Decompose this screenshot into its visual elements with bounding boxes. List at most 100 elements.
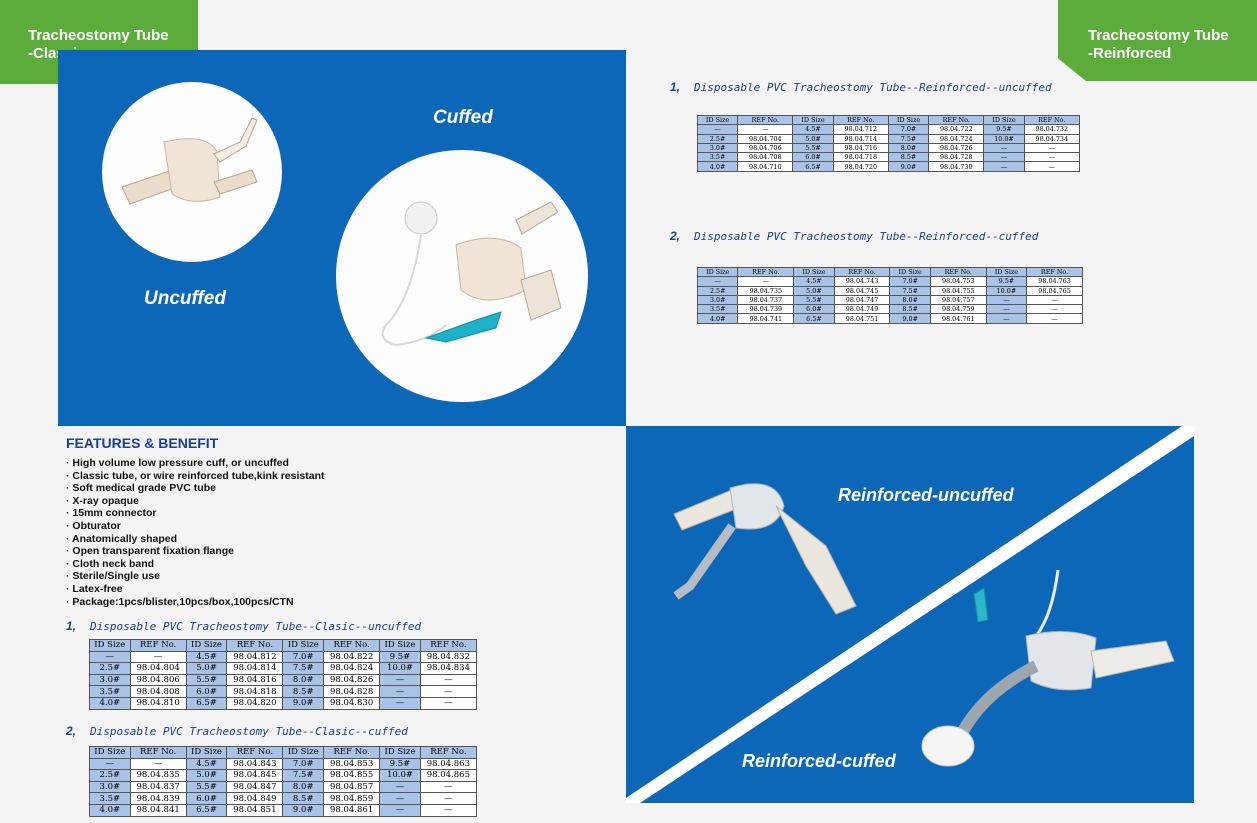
- section-title-text: Disposable PVC Tracheostomy Tube--Clasic…: [90, 620, 422, 633]
- col-header-id-size: ID Size: [983, 114, 1025, 126]
- ref-no-cell: 98.04.726: [928, 142, 985, 154]
- id-size-cell: 4.5#: [792, 124, 834, 135]
- ref-no-cell: 98.04.820: [226, 696, 284, 710]
- id-size-cell: 5.0#: [185, 662, 228, 675]
- ref-no-cell: —: [1026, 304, 1083, 315]
- ref-no-cell: 98.04.835: [129, 769, 187, 782]
- id-size-cell: 8.5#: [282, 685, 325, 698]
- ref-no-cell: 98.04.828: [323, 685, 381, 698]
- col-header-id-size: ID Size: [185, 639, 228, 652]
- features-section: FEATURES & BENEFIT · High volume low pre…: [66, 435, 325, 608]
- id-size-cell: 6.5#: [185, 803, 228, 817]
- ref-no-cell: —: [419, 685, 478, 698]
- reinforced-uncuffed-label: Reinforced-uncuffed: [838, 485, 1014, 505]
- id-size-cell: 8.5#: [887, 152, 930, 163]
- id-size-cell: —: [379, 780, 421, 794]
- ref-no-cell: 98.04.749: [833, 304, 891, 315]
- feature-item: · High volume low pressure cuff, or uncu…: [66, 457, 289, 469]
- col-header-id-size: ID Size: [379, 746, 421, 759]
- ref-no-cell: 98.04.841: [129, 803, 187, 817]
- col-header-ref-no: REF No.: [929, 266, 987, 278]
- col-header-id-size: ID Size: [89, 746, 131, 759]
- id-size-cell: 7.0#: [889, 276, 931, 287]
- ref-no-cell: —: [419, 673, 478, 687]
- ref-no-cell: 98.04.734: [1023, 133, 1081, 144]
- ref-no-cell: 98.04.830: [323, 696, 381, 710]
- ref-no-cell: 98.04.722: [928, 124, 985, 135]
- ref-no-cell: 98.04.839: [129, 792, 187, 805]
- id-size-cell: 5.0#: [793, 285, 835, 296]
- features-title: FEATURES & BENEFIT: [66, 435, 219, 451]
- id-size-cell: 7.5#: [889, 285, 931, 296]
- id-size-cell: —: [379, 792, 421, 805]
- ref-no-cell: 98.04.710: [737, 161, 794, 172]
- cuffed-label: Cuffed: [433, 107, 493, 128]
- tag-reinforced-line2: -Reinforced: [1088, 45, 1172, 62]
- ref-no-cell: 98.04.714: [832, 133, 889, 144]
- id-size-cell: 5.0#: [792, 133, 834, 144]
- id-size-cell: 9.5#: [983, 124, 1025, 135]
- col-header-ref-no: REF No.: [323, 639, 381, 652]
- id-size-cell: 6.0#: [793, 304, 835, 315]
- id-size-cell: 3.0#: [89, 673, 131, 687]
- col-header-ref-no: REF No.: [129, 639, 187, 652]
- id-size-cell: 7.0#: [282, 650, 325, 664]
- id-size-cell: 5.5#: [185, 673, 228, 687]
- ref-no-cell: —: [737, 124, 794, 135]
- cuffed-tube-image: [381, 201, 562, 347]
- ref-no-cell: 98.04.706: [737, 142, 794, 154]
- ref-no-cell: —: [129, 650, 187, 664]
- ref-no-cell: 98.04.728: [928, 152, 985, 163]
- section-title-text: Disposable PVC Tracheostomy Tube--Reinfo…: [694, 230, 1039, 243]
- feature-item: · Open transparent fixation flange: [66, 545, 235, 558]
- id-size-cell: 10.0#: [379, 769, 421, 782]
- ref-no-cell: 98.04.732: [1023, 124, 1081, 135]
- ref-no-cell: —: [419, 792, 478, 805]
- id-size-cell: 8.0#: [282, 673, 325, 687]
- uncuffed-tube-image: [121, 117, 258, 205]
- id-size-cell: —: [983, 161, 1025, 172]
- col-header-id-size: ID Size: [792, 114, 834, 126]
- reinforced-uncuffed-title: 1,Disposable PVC Tracheostomy Tube--Rein…: [670, 80, 1052, 94]
- ref-no-cell: 98.04.765: [1026, 285, 1083, 296]
- id-size-cell: 8.0#: [282, 780, 325, 794]
- feature-item: · Latex-free: [66, 582, 123, 595]
- classic-uncuffed-title: 1,Disposable PVC Tracheostomy Tube--Clas…: [66, 619, 421, 633]
- reinforced-product-panel: Reinforced-uncuffed Reinforced-cuffed: [626, 426, 1194, 803]
- ref-no-cell: 98.04.806: [129, 673, 187, 687]
- section-number: 2,: [670, 229, 681, 243]
- id-size-cell: 2.5#: [89, 769, 131, 782]
- ref-no-cell: —: [419, 696, 478, 710]
- col-header-id-size: ID Size: [696, 114, 739, 126]
- id-size-cell: 9.0#: [887, 161, 930, 172]
- tag-reinforced-line1: Tracheostomy Tube: [1088, 27, 1229, 44]
- col-header-id-size: ID Size: [889, 266, 931, 278]
- ref-no-cell: 98.04.745: [833, 285, 891, 296]
- feature-item: · Cloth neck band: [66, 557, 155, 570]
- ref-no-cell: —: [1026, 313, 1083, 324]
- section-title-text: Disposable PVC Tracheostomy Tube--Clasic…: [90, 725, 408, 738]
- ref-no-cell: 98.04.804: [129, 662, 187, 675]
- id-size-cell: —: [983, 152, 1025, 163]
- classic-cuffed-title: 2,Disposable PVC Tracheostomy Tube--Clas…: [66, 724, 408, 738]
- ref-no-cell: 98.04.743: [833, 276, 891, 287]
- ref-no-cell: 98.04.849: [226, 792, 284, 805]
- col-header-id-size: ID Size: [696, 266, 739, 278]
- id-size-cell: 6.5#: [793, 313, 835, 324]
- col-header-ref-no: REF No.: [737, 114, 794, 126]
- col-header-id-size: ID Size: [89, 639, 131, 652]
- col-header-ref-no: REF No.: [832, 114, 889, 126]
- feature-item: · X-ray opaque: [66, 494, 139, 507]
